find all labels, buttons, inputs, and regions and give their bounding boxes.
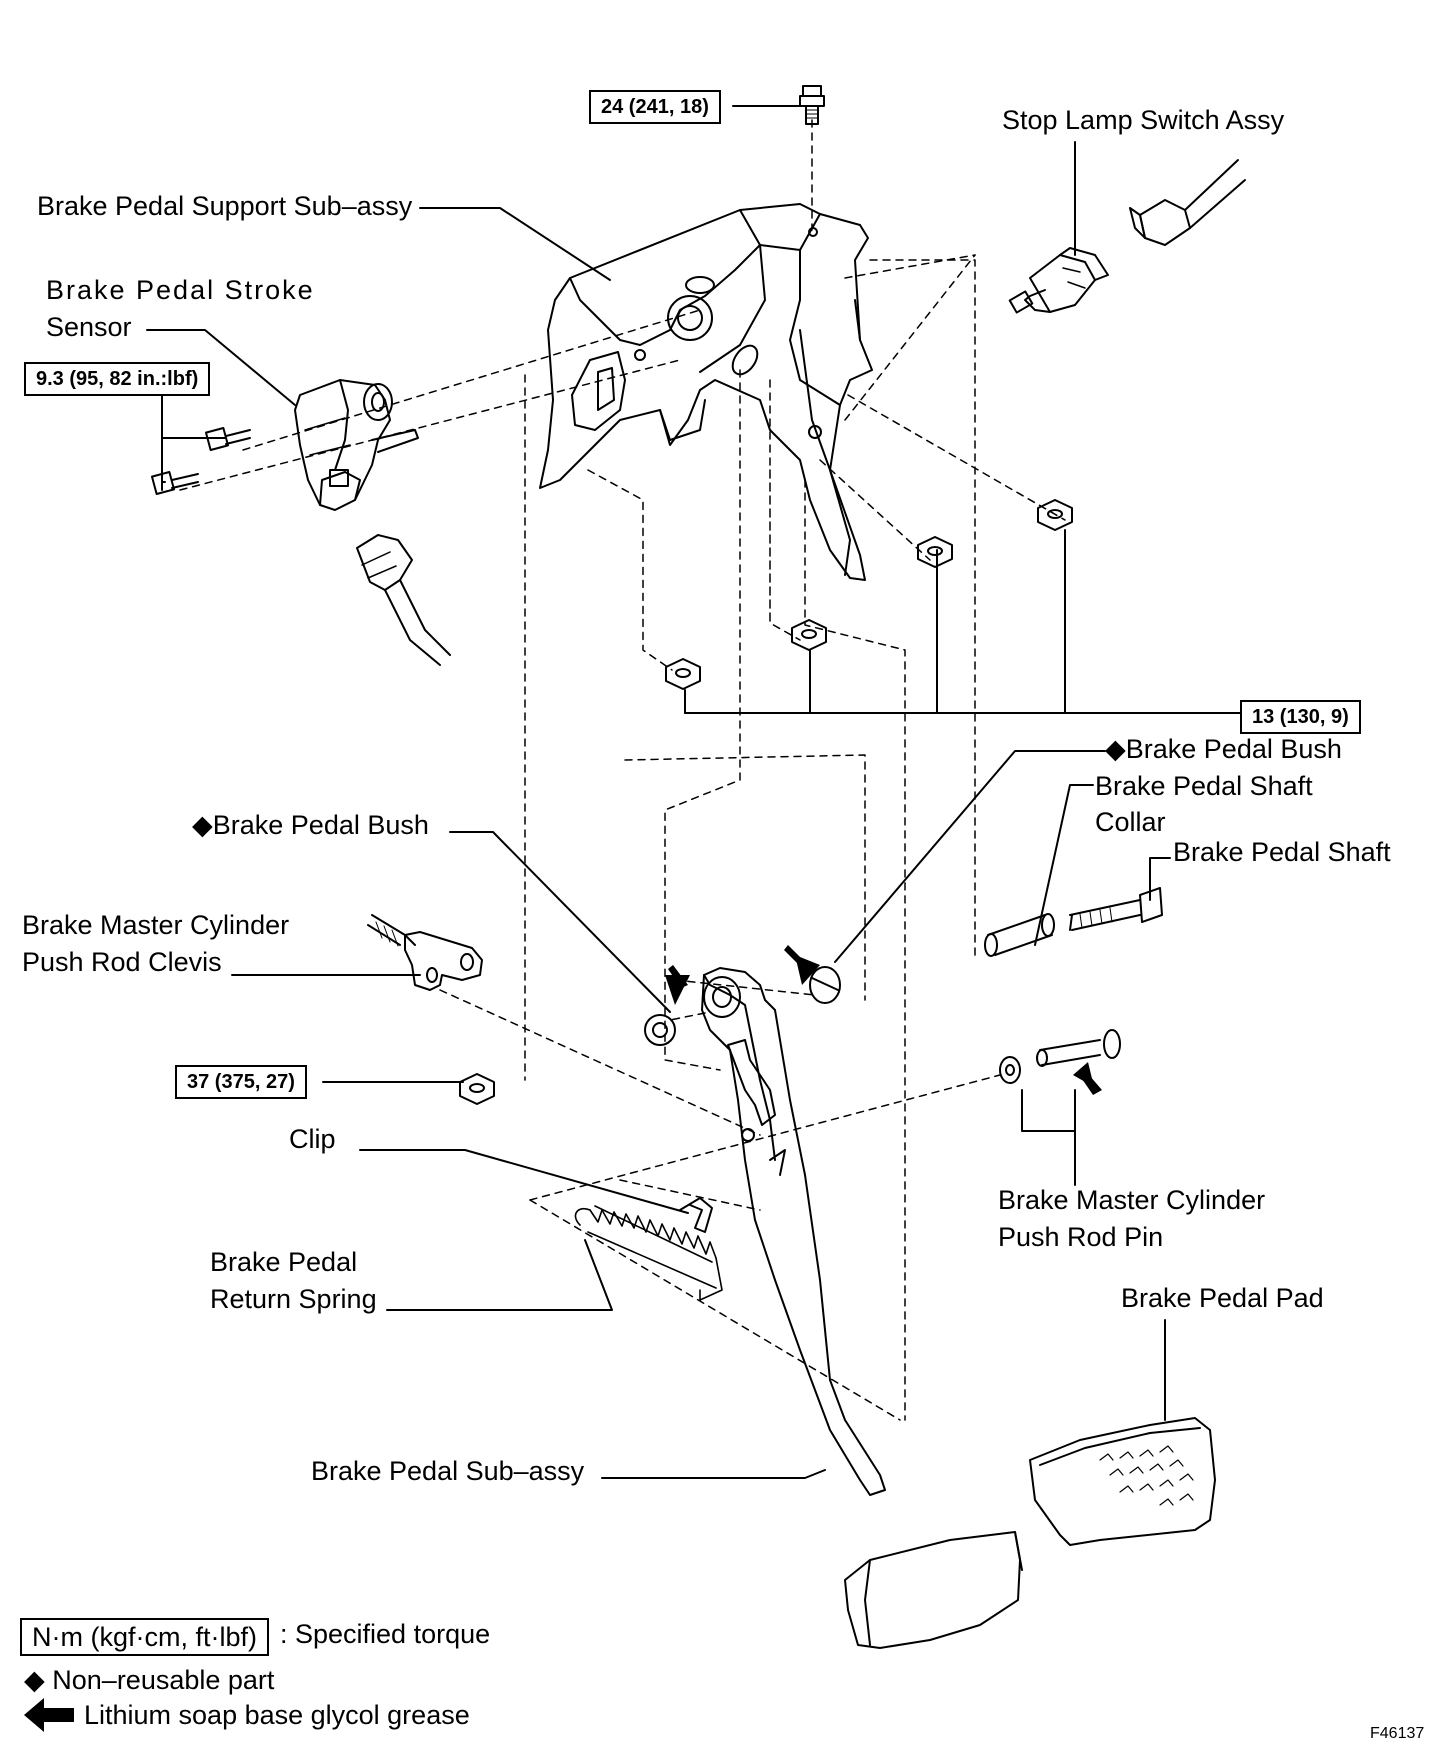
nut-icon — [1037, 499, 1073, 531]
label-shaft-collar-line1: Brake Pedal Shaft — [1095, 771, 1313, 801]
push-rod-clevis-icon — [367, 914, 483, 991]
torque-lower-nut: 37 (375, 27) — [175, 1065, 307, 1099]
sensor-bolt-icon — [204, 426, 251, 452]
torque-sensor-bolts: 9.3 (95, 82 in.:lbf) — [24, 362, 211, 396]
sensor-bolt-icon — [150, 470, 199, 496]
legend-nonreusable: ◆ Non–reusable part — [24, 1665, 275, 1695]
label-bush-right: ◆Brake Pedal Bush — [1105, 734, 1342, 764]
label-return-spring-line1: Brake Pedal — [210, 1247, 358, 1277]
grease-arrow-icon — [665, 965, 690, 1005]
leader-lines — [146, 105, 1241, 1479]
stroke-sensor-icon — [294, 379, 419, 511]
label-stroke-sensor-line1: Brake Pedal Stroke — [46, 275, 315, 305]
pedal-foot-icon — [844, 1531, 1023, 1649]
legend-torque-unit: N·m (kgf·cm, ft·lbf) — [20, 1618, 269, 1657]
label-push-rod-pin-line2: Push Rod Pin — [998, 1222, 1164, 1252]
brake-pedal-bush-left-icon — [644, 1014, 676, 1046]
brake-pedal-pad-icon — [1029, 1417, 1216, 1546]
label-stroke-sensor-line2: Sensor — [46, 312, 132, 342]
clip-icon — [679, 1197, 713, 1233]
brake-pedal-shaft-icon — [1069, 887, 1163, 931]
nut-icon — [459, 1073, 495, 1105]
brake-pedal-subassy-icon — [701, 967, 886, 1496]
bolt-top-icon — [799, 85, 825, 125]
stop-lamp-connector-icon — [1129, 159, 1246, 246]
legend-grease: Lithium soap base glycol grease — [84, 1700, 470, 1730]
label-clevis-line1: Brake Master Cylinder — [22, 910, 290, 940]
return-spring-icon — [574, 1205, 723, 1301]
label-pedal-pad: Brake Pedal Pad — [1121, 1283, 1324, 1313]
label-clevis-line2: Push Rod Clevis — [22, 947, 222, 977]
label-pedal-shaft: Brake Pedal Shaft — [1173, 837, 1391, 867]
legend-grease-arrow-icon — [24, 1698, 74, 1732]
nut-icon — [665, 658, 701, 690]
shaft-collar-icon — [984, 913, 1055, 957]
label-stop-lamp-switch: Stop Lamp Switch Assy — [1002, 105, 1285, 135]
push-rod-washer-icon — [999, 1056, 1021, 1084]
label-push-rod-pin-line1: Brake Master Cylinder — [998, 1185, 1266, 1215]
dashed-alignment-lines — [179, 119, 1066, 1421]
nut-icon — [791, 619, 827, 651]
label-shaft-collar-line2: Collar — [1095, 807, 1166, 837]
nut-icon — [917, 536, 953, 568]
legend-torque-desc: : Specified torque — [280, 1619, 491, 1649]
label-return-spring-line2: Return Spring — [210, 1284, 377, 1314]
sensor-connector-icon — [356, 534, 451, 666]
torque-nuts: 13 (130, 9) — [1240, 700, 1361, 734]
label-pedal-support: Brake Pedal Support Sub–assy — [37, 191, 413, 221]
brake-pedal-bush-right-icon — [809, 966, 841, 1004]
label-bush-left: ◆Brake Pedal Bush — [192, 810, 429, 840]
grease-arrow-icon — [1073, 1062, 1102, 1095]
grease-arrow-icon — [784, 945, 820, 985]
brake-pedal-support-icon — [539, 203, 873, 581]
label-clip: Clip — [289, 1124, 336, 1154]
label-pedal-subassy: Brake Pedal Sub–assy — [311, 1456, 585, 1486]
stop-lamp-switch-icon — [1008, 247, 1109, 314]
figure-id: F46137 — [1370, 1725, 1425, 1742]
torque-bolt-top: 24 (241, 18) — [589, 90, 721, 124]
push-rod-pin-icon — [1036, 1029, 1121, 1067]
